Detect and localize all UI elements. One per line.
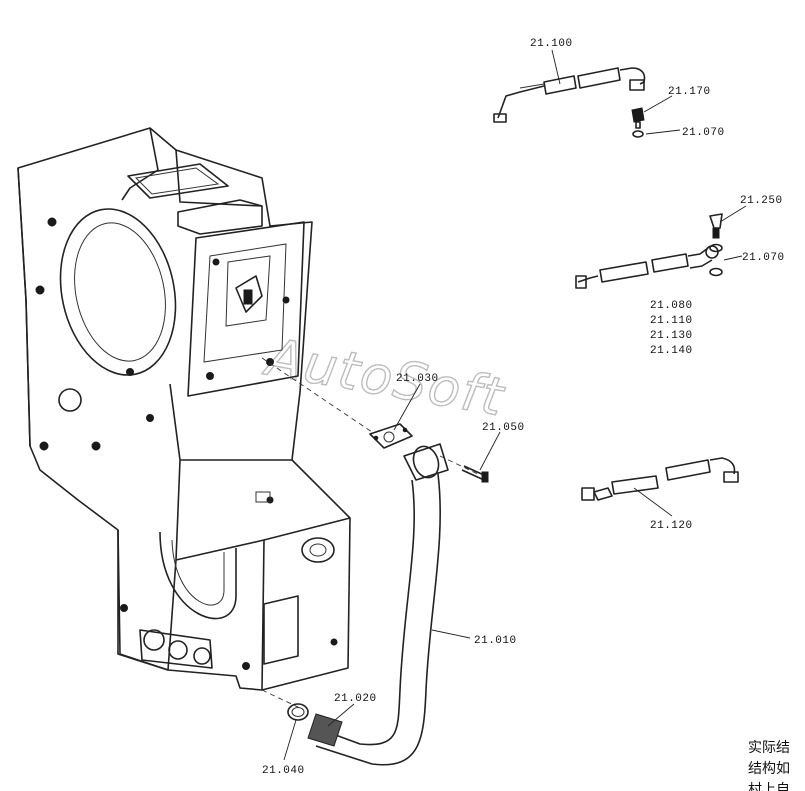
assembly-line-oring: [261, 689, 301, 709]
note-line-2: 结构如: [748, 761, 790, 777]
callout-21110: 21.110: [650, 315, 693, 327]
callout-21010: 21.010: [474, 635, 517, 647]
callout-21100: 21.100: [530, 38, 573, 50]
hose-21120: [581, 457, 739, 501]
callout-21170: 21.170: [668, 86, 711, 98]
transmission-housing: [17, 127, 351, 691]
bolt-21050: [461, 465, 489, 483]
callout-21070-top: 21.070: [682, 127, 725, 139]
oring-21040: [287, 703, 309, 721]
callout-21080: 21.080: [650, 300, 693, 312]
callout-21130: 21.130: [650, 330, 693, 342]
suction-pipe-21010: [307, 443, 449, 766]
fitting-21170: [631, 107, 645, 129]
leader-lines: [283, 49, 747, 761]
assembly-line-bolt: [439, 455, 479, 475]
callout-21030: 21.030: [396, 373, 439, 385]
callout-21120: 21.120: [650, 520, 693, 532]
callout-21250: 21.250: [740, 195, 783, 207]
washer-21070-mid: [709, 243, 723, 277]
note-line-3: 村上自: [748, 782, 790, 791]
callout-21070-mid: 21.070: [742, 252, 785, 264]
washer-21070-top: [632, 130, 644, 138]
callout-21020: 21.020: [334, 693, 377, 705]
hose-21100: [493, 67, 646, 123]
hose-21080: [575, 245, 719, 289]
note-line-1: 实际结: [748, 740, 790, 756]
callout-21040: 21.040: [262, 765, 305, 777]
callout-21050: 21.050: [482, 422, 525, 434]
gasket-21030: [369, 423, 413, 449]
assembly-line-flange: [261, 357, 373, 433]
callout-21140: 21.140: [650, 345, 693, 357]
fitting-21250: [709, 213, 723, 239]
